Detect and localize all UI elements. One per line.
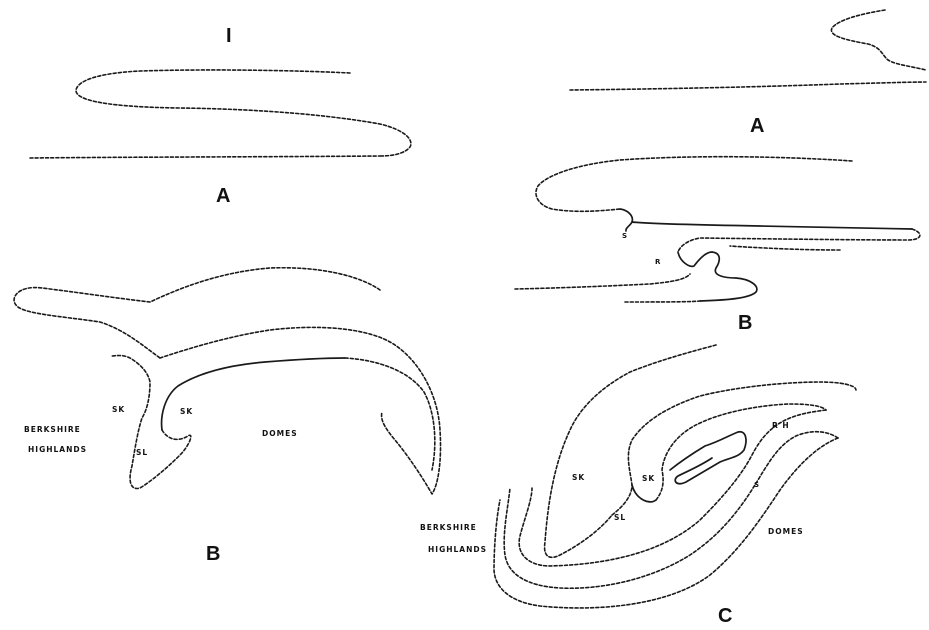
right-c-outer-band xyxy=(504,432,838,589)
right-section-c xyxy=(494,345,856,608)
left-b-inner-closure xyxy=(112,356,191,489)
left-a-label: A xyxy=(216,185,230,207)
right-b-lower-limbs xyxy=(515,246,840,302)
left-term-sl: SL xyxy=(136,448,148,457)
right-a-label: A xyxy=(750,115,764,137)
right-b-upper-limb xyxy=(536,157,852,212)
right-term-s-b: S xyxy=(622,232,627,240)
right-term-sk-inner: SK xyxy=(642,474,655,483)
left-section-a xyxy=(30,70,411,158)
left-b-outer-right-closure xyxy=(345,358,435,470)
left-b-inner-arc xyxy=(160,327,441,494)
right-term-sk-outer: SK xyxy=(572,473,585,482)
left-a-fold-upper-limb xyxy=(76,70,411,156)
left-a-lower-limb xyxy=(30,156,380,158)
left-term-berkshire: BERKSHIRE xyxy=(24,425,81,434)
right-section-b xyxy=(515,157,920,302)
right-b-label: B xyxy=(738,312,752,334)
right-c-rh-lobe xyxy=(670,432,746,484)
right-a-lower-limb xyxy=(570,82,926,90)
right-b-s-kink xyxy=(620,209,632,231)
left-term-domes: DOMES xyxy=(262,429,298,438)
right-c-basal-band xyxy=(494,438,838,608)
right-term-domes: DOMES xyxy=(768,527,804,536)
right-term-berkshire: BERKSHIRE xyxy=(420,523,477,532)
right-a-fold-closure xyxy=(831,10,926,70)
right-c-outer-nappe xyxy=(545,345,716,557)
right-c-label: C xyxy=(718,605,732,627)
right-term-r-b: R xyxy=(655,258,661,266)
right-c-solid-segment xyxy=(632,485,656,502)
left-section-b xyxy=(14,268,440,494)
right-term-s-c: S xyxy=(754,481,759,489)
right-b-middle-solid xyxy=(632,222,912,229)
right-b-middle-dash xyxy=(678,229,920,252)
right-c-inner-band xyxy=(519,410,826,566)
left-term-sk-inner: SK xyxy=(180,407,193,416)
right-term-sl: SL xyxy=(614,513,626,522)
left-b-outer-solid-arc xyxy=(162,358,345,430)
right-term-highlands: HIGHLANDS xyxy=(428,545,487,554)
right-b-r-fold xyxy=(678,252,757,301)
right-term-rh: R H xyxy=(772,421,790,430)
right-section-a xyxy=(570,10,926,90)
left-b-top-envelope xyxy=(14,268,380,358)
left-term-highlands: HIGHLANDS xyxy=(28,445,87,454)
roman-numeral-label: I xyxy=(226,25,232,47)
left-term-sk-outer: SK xyxy=(112,405,125,414)
left-b-label: B xyxy=(206,543,220,565)
